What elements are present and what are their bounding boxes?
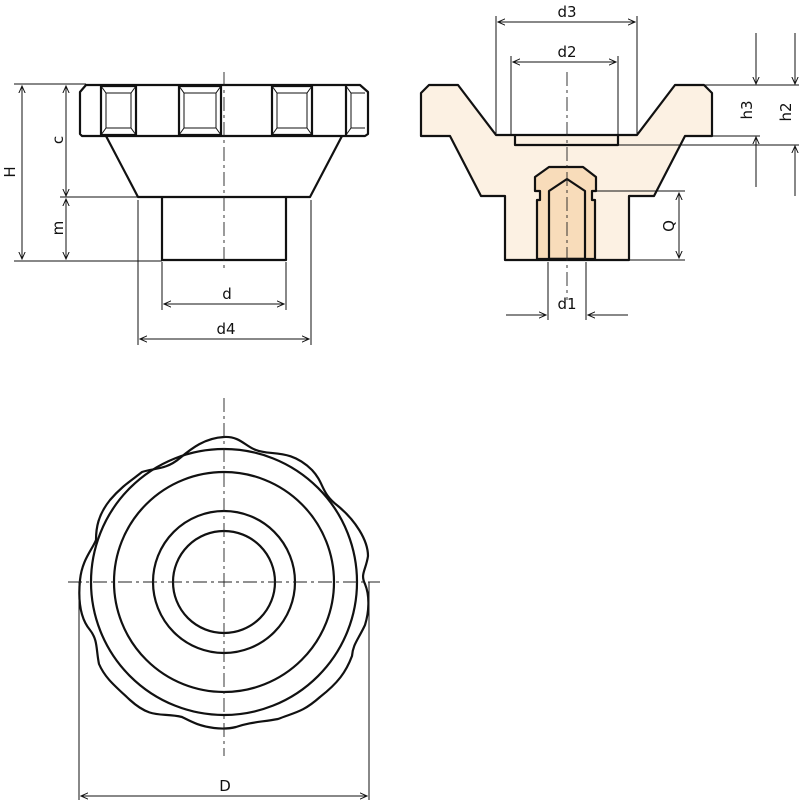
dim-H-label: H bbox=[1, 166, 19, 177]
dim-h2-label: h2 bbox=[777, 102, 795, 121]
recess-step bbox=[513, 136, 620, 147]
section-view: d3 d2 h3 h2 Q d1 bbox=[419, 3, 799, 320]
dim-h3-label: h3 bbox=[738, 100, 756, 119]
dim-Q-label: Q bbox=[660, 220, 678, 232]
dim-d2-label: d2 bbox=[557, 43, 576, 61]
side-view: H c m d d4 bbox=[1, 72, 370, 345]
knob-rim bbox=[78, 83, 370, 138]
knurl-flats bbox=[99, 84, 365, 137]
dim-m-label: m bbox=[49, 221, 67, 236]
lobed-outline bbox=[78, 435, 370, 730]
dim-d3-label: d3 bbox=[557, 3, 576, 21]
dim-d-label: d bbox=[222, 285, 232, 303]
dim-c-label: c bbox=[49, 136, 67, 144]
dim-d4-label: d4 bbox=[216, 320, 235, 338]
dim-D-label: D bbox=[219, 777, 231, 795]
dim-d1-label: d1 bbox=[557, 295, 576, 313]
top-view: D bbox=[68, 398, 380, 800]
